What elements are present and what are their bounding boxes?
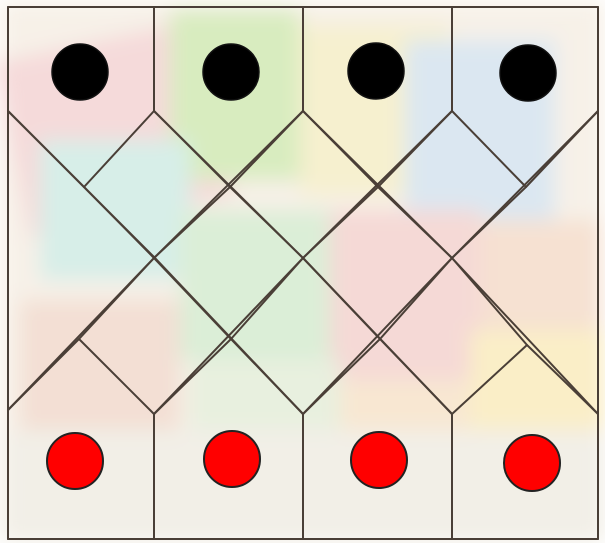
black-piece-4[interactable] [500, 45, 556, 101]
red-piece-4[interactable] [504, 435, 560, 491]
red-piece-3[interactable] [351, 432, 407, 488]
red-piece-2[interactable] [204, 431, 260, 487]
black-piece-1[interactable] [52, 44, 108, 100]
black-piece-2[interactable] [203, 44, 259, 100]
black-piece-3[interactable] [348, 43, 404, 99]
red-piece-1[interactable] [47, 433, 103, 489]
